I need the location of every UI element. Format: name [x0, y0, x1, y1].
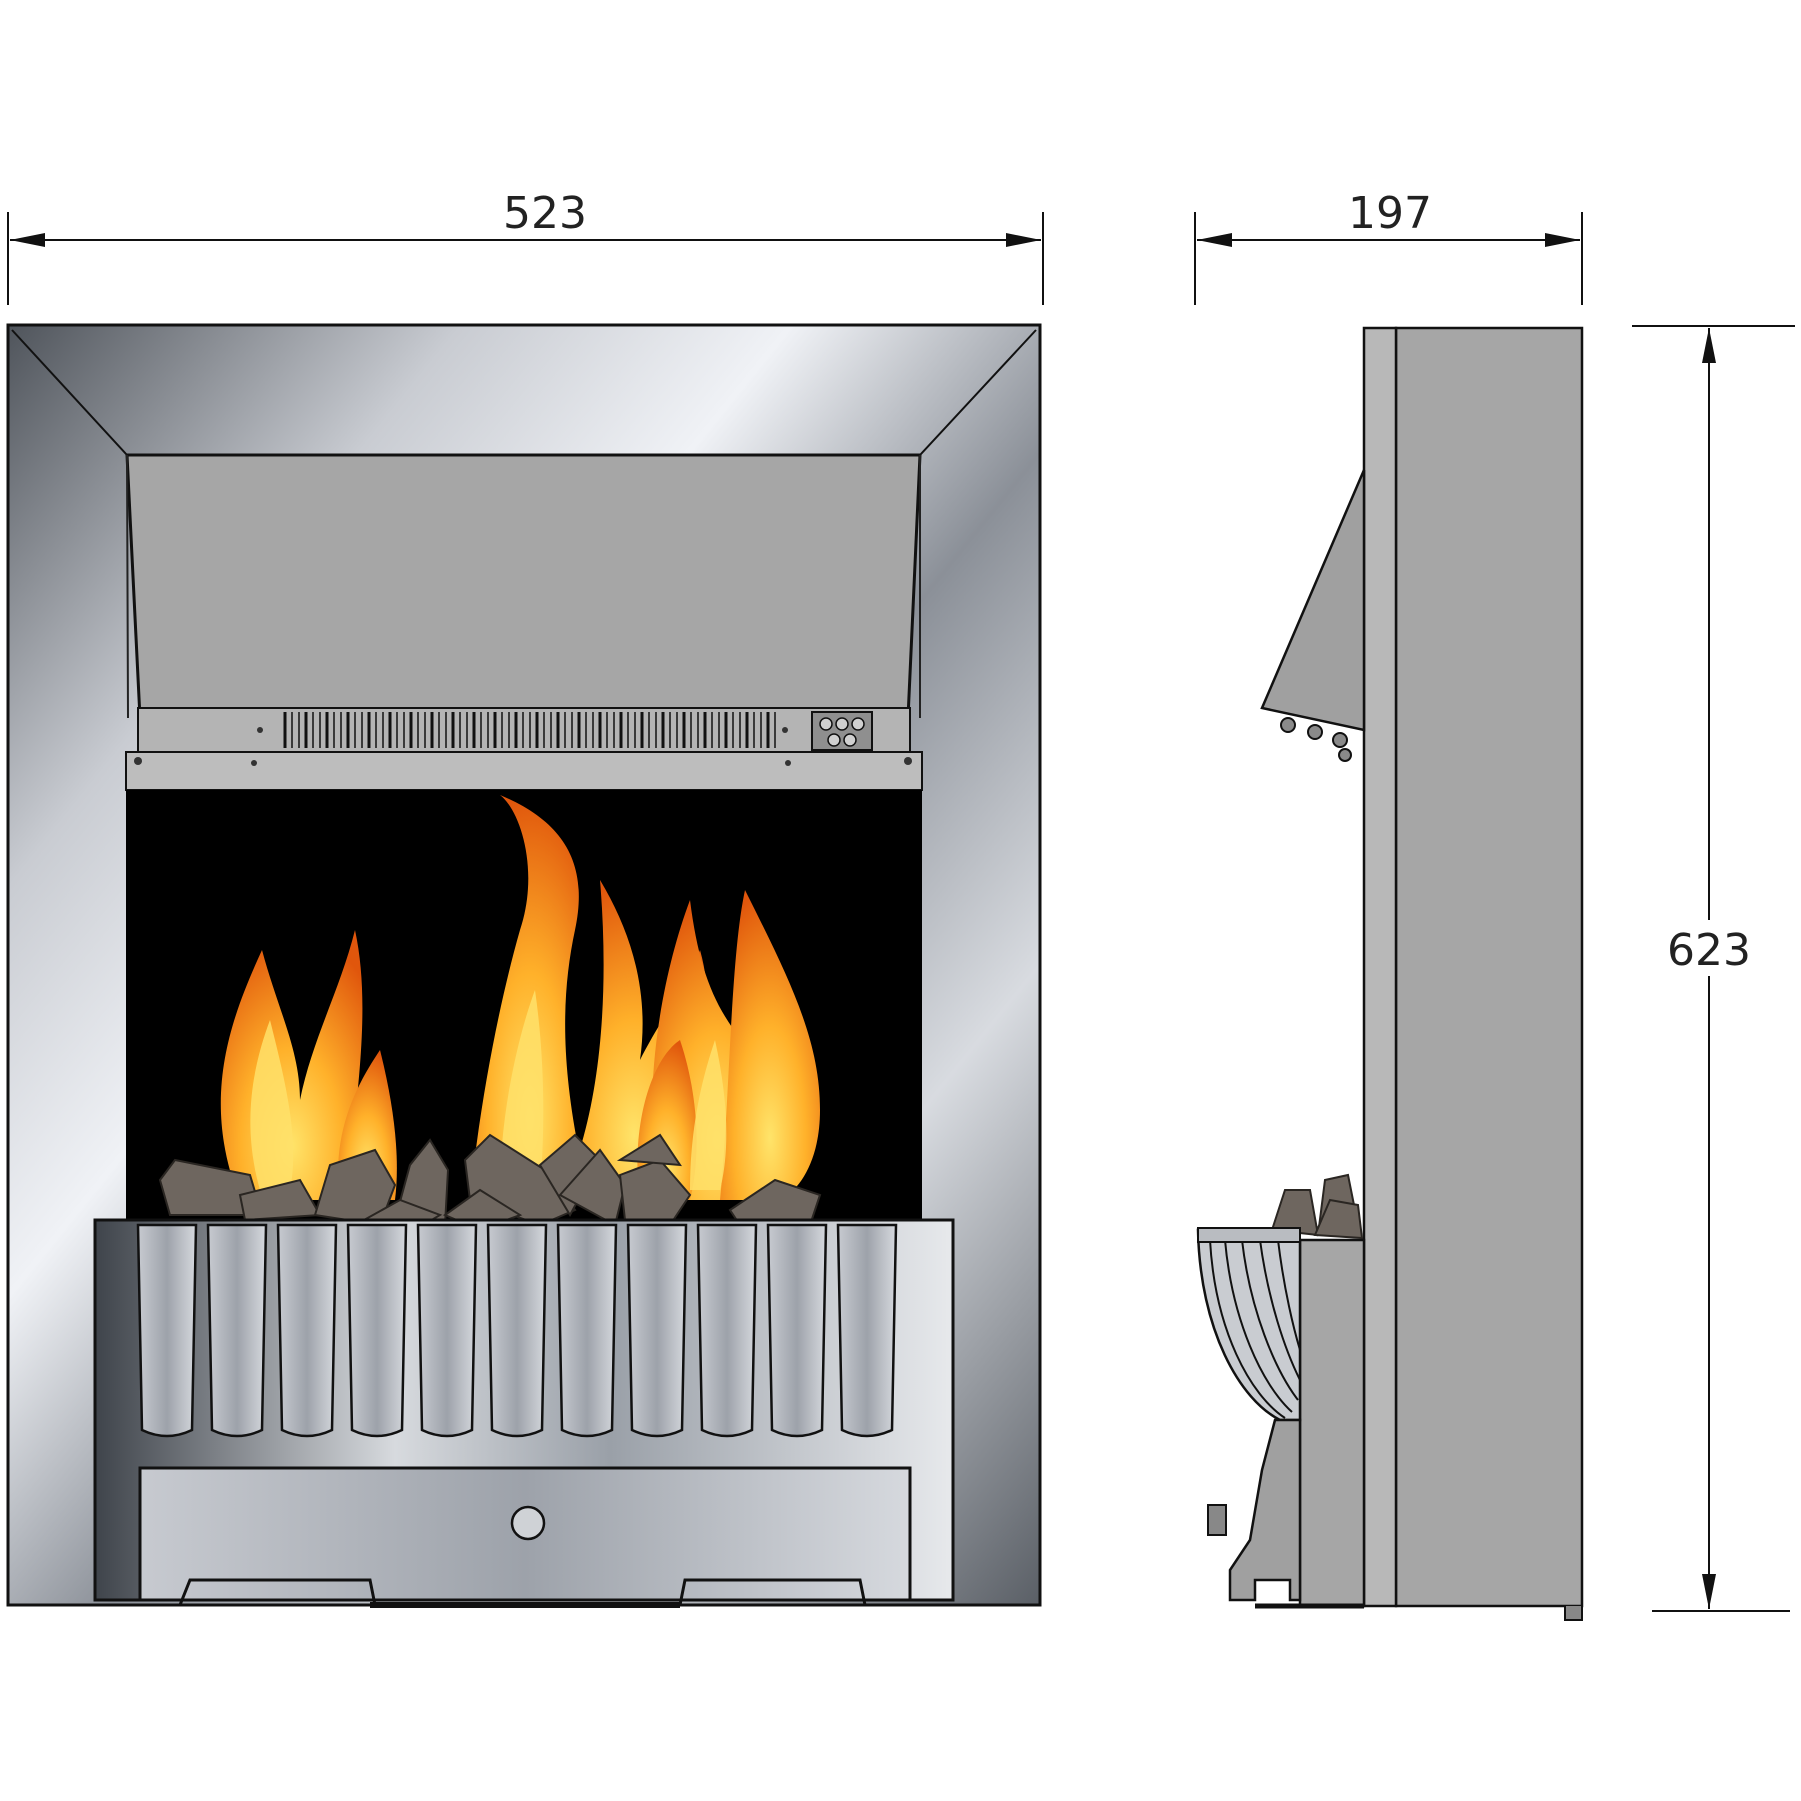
flame-cores — [250, 990, 727, 1190]
fret-bar — [556, 1223, 618, 1438]
side-view — [1196, 326, 1584, 1621]
trim-bar — [125, 751, 923, 791]
control-strip — [137, 707, 911, 753]
fret-bar — [696, 1223, 758, 1438]
side-hood — [1260, 469, 1366, 732]
fret-feet — [178, 1578, 867, 1606]
side-coals — [1270, 1173, 1364, 1240]
height-label: 623 — [1667, 925, 1751, 976]
height-label-backing — [1664, 920, 1754, 976]
depth-label: 197 — [1348, 188, 1432, 239]
side-fret-curves — [1196, 1228, 1302, 1422]
side-back-panel — [1394, 326, 1584, 1608]
side-fret-base — [1228, 1418, 1302, 1602]
fret-bar — [276, 1223, 338, 1438]
ash-pan-knob — [510, 1505, 546, 1541]
fret-bar — [206, 1223, 268, 1438]
side-control-knobs — [1280, 717, 1352, 762]
fret-bars — [136, 1223, 898, 1438]
side-fret-body — [1298, 1238, 1366, 1608]
front-view — [6, 323, 1042, 1608]
fret-bar — [766, 1223, 828, 1438]
control-switches — [811, 711, 873, 751]
heater-vent-grille — [283, 712, 776, 748]
fret-bar — [346, 1223, 408, 1438]
hood-panel — [125, 453, 922, 720]
side-front-frame — [1362, 326, 1398, 1608]
width-label: 523 — [503, 188, 587, 239]
flames — [220, 795, 820, 1200]
width-dimension — [7, 212, 1044, 305]
fret-bar — [416, 1223, 478, 1438]
depth-dimension — [1194, 212, 1583, 305]
fret-bar — [486, 1223, 548, 1438]
fret-bar — [836, 1223, 898, 1438]
indicator-left — [257, 727, 263, 733]
fret-bar — [136, 1223, 198, 1438]
fret-bar — [626, 1223, 688, 1438]
indicator-right — [782, 727, 788, 733]
